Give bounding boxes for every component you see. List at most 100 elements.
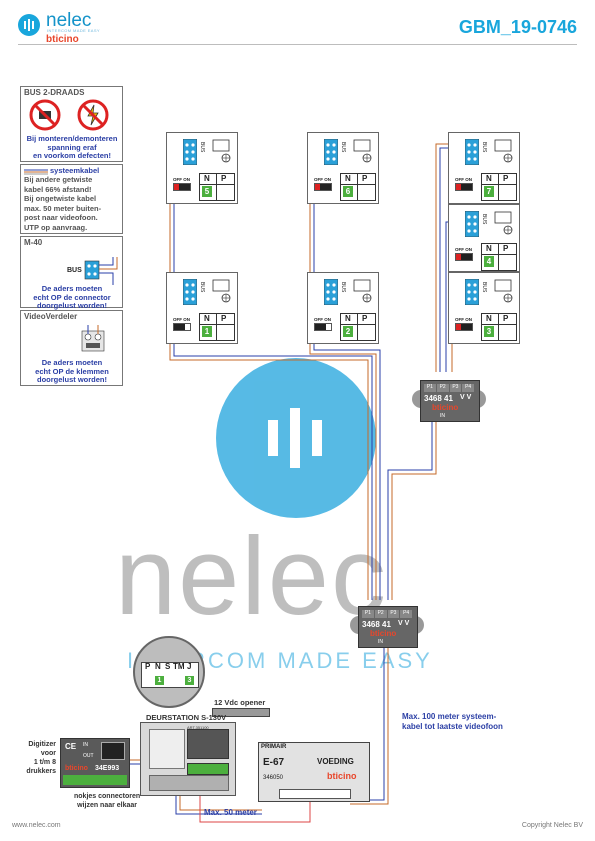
- off-on-label: OFF ON: [455, 247, 472, 252]
- np-table: N P 1: [199, 313, 235, 341]
- off-on-switch[interactable]: [173, 183, 191, 191]
- legend-bus-title: BUS 2-DRAADS: [24, 88, 85, 97]
- bus-label: BUS: [340, 142, 346, 153]
- monitor-screen-icon: [212, 139, 231, 163]
- detail-label: S: [165, 662, 171, 671]
- cable-symbol-icon: [24, 169, 48, 175]
- off-on-switch[interactable]: [314, 323, 332, 331]
- monitor-screen-icon: [494, 279, 513, 303]
- n-label: N: [345, 174, 351, 183]
- nelec-logo-icon: [18, 14, 40, 36]
- bus-label: BUS: [199, 142, 205, 153]
- monitor-screen-icon: [212, 279, 231, 303]
- p-label: P: [362, 314, 368, 323]
- opener-label: 12 Vdc opener: [214, 698, 266, 707]
- legend-m40-note-line: De aders moeten: [41, 284, 103, 293]
- monitor-screen-icon: [353, 139, 372, 163]
- legend-cable-line: Bij andere getwiste: [24, 175, 93, 184]
- splitter-port-label: P3: [449, 384, 462, 392]
- video-monitor: BUS OFF ON N P 1: [166, 272, 238, 344]
- footer-copyright: Copyright Nelec BV: [521, 822, 583, 829]
- digitizer-ce: CE: [65, 742, 77, 751]
- power-brand: bticino: [327, 771, 357, 781]
- off-on-switch[interactable]: [455, 253, 473, 261]
- digitizer-label-line: Digitizer: [28, 741, 56, 748]
- legend-cable-line: Bij ongetwiste kabel: [24, 194, 97, 203]
- off-on-label: OFF ON: [173, 177, 190, 182]
- splitter-in-label: IN: [378, 639, 383, 645]
- legend-vv-title: VideoVerdeler: [24, 312, 78, 321]
- off-on-switch[interactable]: [455, 323, 473, 331]
- digitizer-label-line: 1 t/m 8: [33, 759, 56, 766]
- np-table: N P 7: [481, 173, 517, 201]
- off-on-switch[interactable]: [314, 183, 332, 191]
- detail-label: TM: [173, 662, 185, 671]
- splitter-model: 3468 41: [424, 394, 453, 403]
- n-label: N: [486, 244, 492, 253]
- n-label: N: [486, 314, 492, 323]
- digitizer-note-line: wijzen naar elkaar: [77, 802, 138, 809]
- n-label: N: [486, 174, 492, 183]
- splitter-port-label: P1: [424, 384, 436, 392]
- n-label: N: [204, 314, 210, 323]
- off-on-label: OFF ON: [314, 177, 331, 182]
- monitor-id-badge: 5: [202, 186, 212, 197]
- p-label: P: [221, 314, 227, 323]
- max-50-note: Max. 50 meter: [204, 808, 257, 817]
- door-station-title: DEURSTATION S-130V: [146, 713, 227, 722]
- legend-cable-line: kabel 66% afstand!: [24, 184, 92, 194]
- legend-bus-warning-line: Bij monteren/demonteren: [26, 134, 118, 143]
- monitor-screen-icon: [494, 211, 513, 235]
- monitor-id-badge: 4: [484, 256, 494, 267]
- splitter-port-label: P2: [436, 384, 449, 392]
- splitter-in-label: IN: [440, 413, 445, 419]
- off-on-label: OFF ON: [455, 317, 472, 322]
- monitor-id-badge: 1: [202, 326, 212, 337]
- splitter-port-label: P2: [374, 610, 387, 618]
- legend-cable-line: max. 50 meter buiten-: [24, 203, 102, 213]
- legend-m40-panel: M-40 BUS De aders moeten echt OP de conn…: [20, 236, 123, 310]
- power-voeding: VOEDING: [317, 757, 354, 766]
- legend-m40-note-line: doorgelust worden!: [37, 301, 107, 310]
- splitter-vv: V V: [460, 394, 472, 401]
- off-on-label: OFF ON: [455, 177, 472, 182]
- n-label: N: [345, 314, 351, 323]
- power-supply: PRIMAIR E-67 VOEDING 346050 bticino: [258, 742, 370, 802]
- bus-connector-icon: [183, 279, 197, 305]
- np-table: N P 2: [340, 313, 376, 341]
- legend-bus-warning: Bij monteren/demonteren spanning eraf en…: [23, 134, 121, 161]
- digitizer-label-line: drukkers: [26, 768, 56, 775]
- np-table: N P 3: [481, 313, 517, 341]
- digitizer: CE IN OUT bticino 34E993: [60, 738, 130, 788]
- np-table: N P 4: [481, 243, 517, 271]
- legend-vv-note-line: De aders moeten: [41, 358, 103, 367]
- bus-connector-icon: [465, 211, 479, 237]
- p-label: P: [503, 174, 509, 183]
- off-on-switch[interactable]: [455, 183, 473, 191]
- header-divider: [18, 44, 577, 45]
- p-label: P: [221, 174, 227, 183]
- video-splitter-terminal-icon: [81, 325, 105, 352]
- detail-label: N: [155, 662, 161, 671]
- bus-connector-icon: [465, 279, 479, 305]
- bus-connector-icon: [183, 139, 197, 165]
- splitter-port-label: P3: [387, 610, 400, 618]
- monitor-id-badge: 7: [484, 186, 494, 197]
- n-label: N: [204, 174, 210, 183]
- off-on-label: OFF ON: [173, 317, 190, 322]
- p-label: P: [503, 244, 509, 253]
- off-on-label: OFF ON: [314, 317, 331, 322]
- terminal-detail-callout: P N S TM J 1 3: [133, 636, 205, 708]
- document-id: GBM_19-0746: [458, 17, 577, 37]
- off-on-switch[interactable]: [173, 323, 191, 331]
- footer-url: www.nelec.com: [12, 822, 61, 829]
- detail-mark: 1: [155, 676, 164, 685]
- legend-cable-panel: systeemkabel Bij andere getwiste kabel 6…: [20, 164, 123, 234]
- door-opener-icon: [212, 708, 270, 717]
- max-100-note: Max. 100 meter systeem- kabel tot laatst…: [402, 712, 503, 732]
- digitizer-out: OUT: [83, 753, 94, 759]
- power-model: E-67: [263, 757, 285, 768]
- np-table: N P 6: [340, 173, 376, 201]
- bus-connector-icon: [324, 279, 338, 305]
- power-code: 346050: [263, 775, 284, 781]
